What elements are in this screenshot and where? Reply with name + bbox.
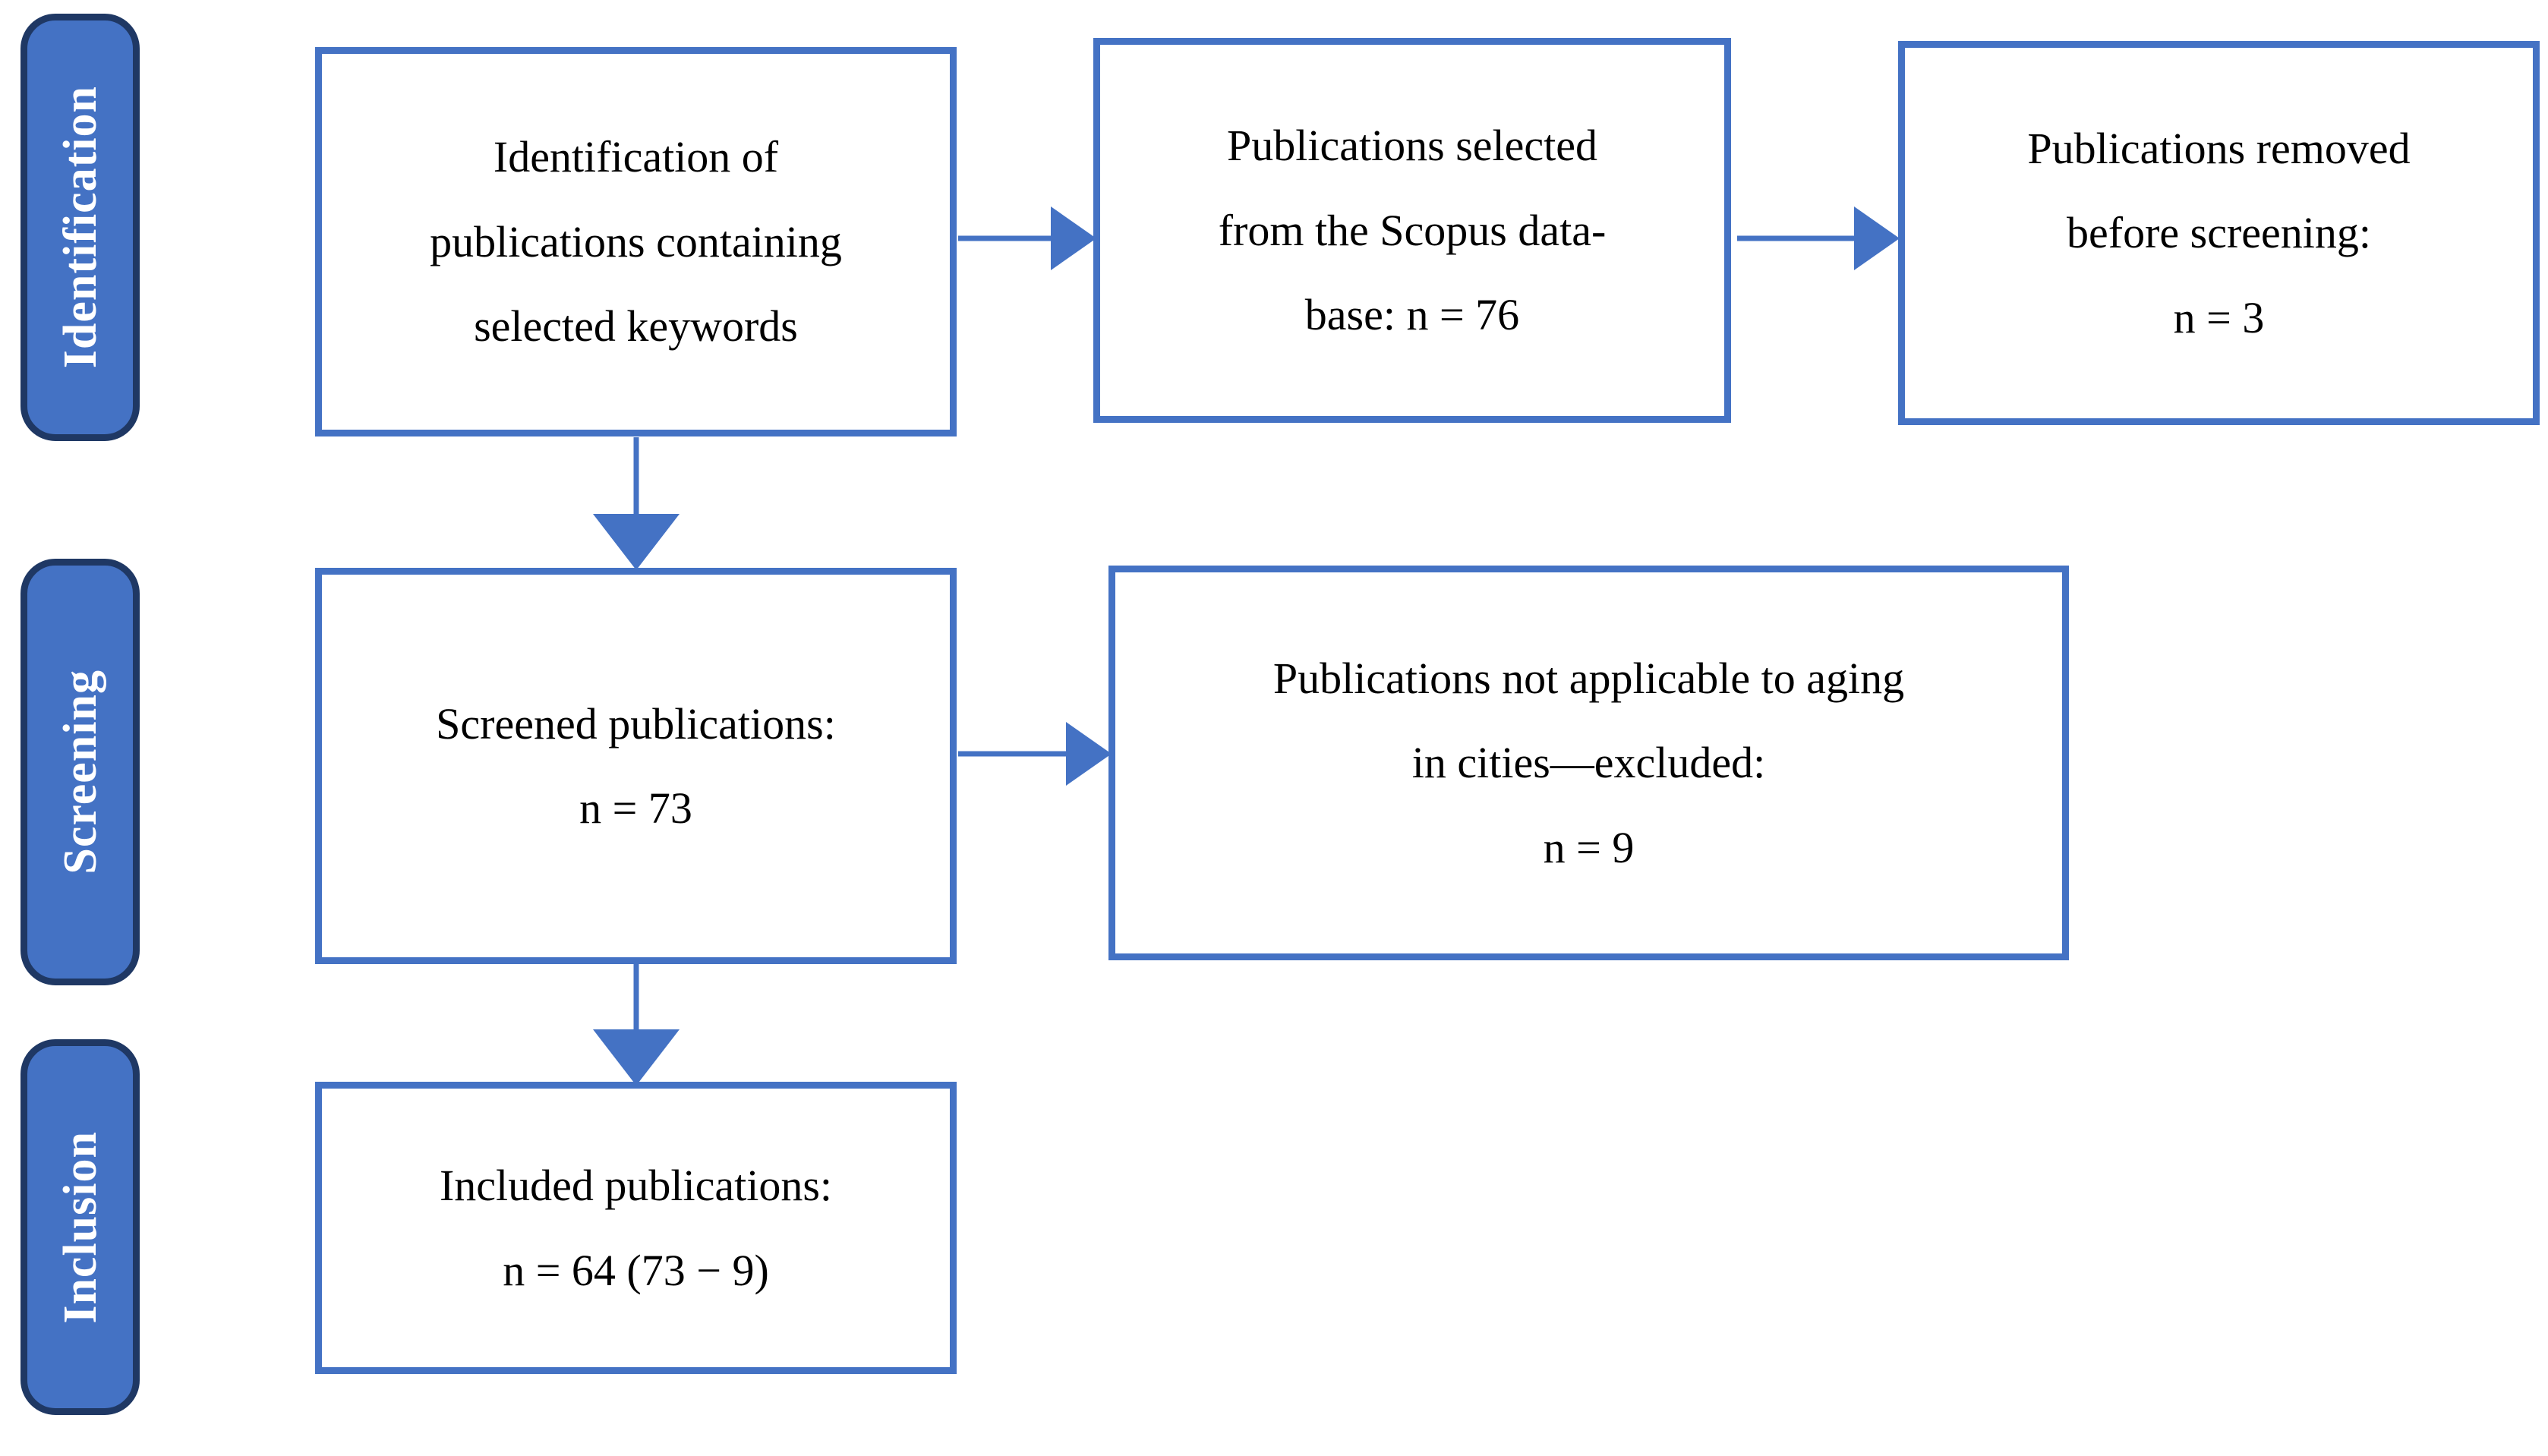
box-identification-keywords-text: Identification of publications containin… [430,132,842,351]
stage-tab-identification: Identification [20,14,140,441]
arrow-screened-to-included [593,964,680,1086]
box-scopus-selected: Publications selected from the Scopus da… [1093,38,1731,423]
stage-tab-inclusion: Inclusion [20,1039,140,1415]
box-excluded-not-applicable-text: Publications not applicable to aging in … [1272,653,1905,872]
arrow-keywords-to-scopus [958,206,1096,270]
arrow-screened-to-excluded [958,722,1112,786]
arrow-head [1066,722,1112,786]
arrow-head [593,514,680,570]
arrow-shaft [1737,235,1857,241]
stage-tab-identification-label: Identification [54,86,106,369]
arrow-head [593,1029,680,1086]
stage-tab-inclusion-label: Inclusion [54,1130,106,1324]
box-removed-before-screening: Publications removed before screening: n… [1898,41,2540,425]
box-scopus-selected-text: Publications selected from the Scopus da… [1218,121,1607,340]
arrow-head [1854,206,1900,270]
stage-tab-screening: Screening [20,559,140,985]
arrow-scopus-to-removed [1737,206,1900,270]
box-included-publications: Included publications: n = 64 (73 − 9) [315,1082,957,1374]
box-included-publications-text: Included publications: n = 64 (73 − 9) [439,1161,833,1295]
stage-tab-screening-label: Screening [54,670,106,875]
arrow-head [1051,206,1096,270]
arrow-keywords-to-screened [593,437,680,570]
box-removed-before-screening-text: Publications removed before screening: n… [2027,123,2411,342]
box-screened-publications-text: Screened publications: n = 73 [436,698,836,833]
box-identification-keywords: Identification of publications containin… [315,47,957,436]
arrow-shaft [958,751,1071,757]
box-screened-publications: Screened publications: n = 73 [315,568,957,964]
arrow-shaft [633,437,639,519]
box-excluded-not-applicable: Publications not applicable to aging in … [1108,566,2069,960]
arrow-shaft [958,235,1055,241]
arrow-shaft [633,964,639,1034]
